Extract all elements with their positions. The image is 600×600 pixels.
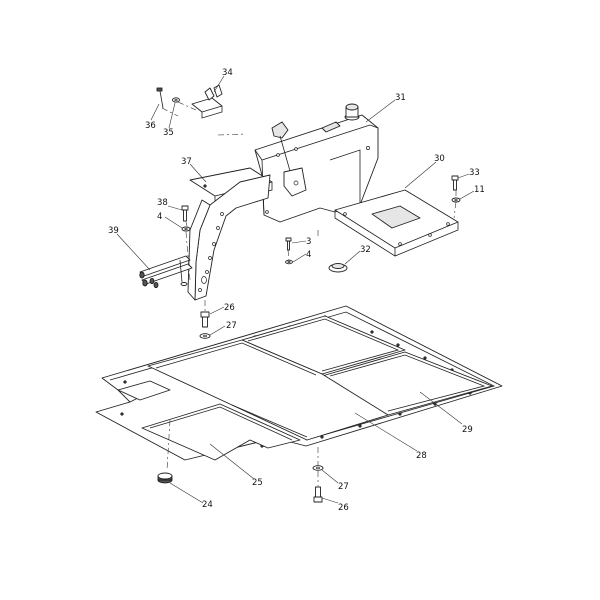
foot-24 — [157, 472, 173, 484]
bolt-33 — [451, 175, 459, 191]
bolt-26-upper — [200, 311, 210, 328]
assembly-centerlines — [161, 101, 457, 486]
callout-34: 34 — [222, 68, 233, 78]
washer-4-left — [181, 226, 191, 232]
callout-11: 11 — [474, 185, 485, 195]
console-lever — [271, 121, 307, 197]
callout-28: 28 — [416, 451, 427, 461]
callout-24: 24 — [202, 500, 213, 510]
callout-27-upper: 27 — [226, 321, 237, 331]
washer-27-upper — [199, 333, 211, 339]
tube-assembly-39 — [139, 255, 193, 288]
floor-panel-left-corner — [117, 380, 171, 401]
callout-35: 35 — [163, 128, 174, 138]
callout-39: 39 — [108, 226, 119, 236]
callout-4-center: 4 — [306, 250, 311, 260]
callout-4-left: 4 — [157, 212, 162, 222]
control-console-31 — [254, 103, 379, 223]
leader-lines — [116, 75, 475, 504]
callout-25: 25 — [252, 478, 263, 488]
bolt-38 — [181, 205, 189, 222]
bolt-26-lower — [313, 486, 323, 503]
mounting-plate-30 — [334, 189, 459, 257]
upright-column — [187, 174, 271, 301]
washer-11 — [451, 197, 461, 203]
callout-36: 36 — [145, 121, 156, 131]
callout-3: 3 — [306, 237, 311, 247]
callout-labels: 34 36 35 31 37 30 33 11 38 4 39 3 4 32 2… — [108, 68, 485, 513]
bolt-3 — [285, 237, 292, 251]
washer-27-lower — [312, 465, 324, 471]
callout-29: 29 — [462, 425, 473, 435]
callout-30: 30 — [434, 154, 445, 164]
callout-32: 32 — [360, 245, 371, 255]
callout-26-lower: 26 — [338, 503, 349, 513]
callout-26-upper: 26 — [224, 303, 235, 313]
callout-31: 31 — [395, 93, 406, 103]
grommet-32 — [328, 263, 348, 273]
washer-35 — [172, 97, 180, 103]
floor-panel-long — [147, 339, 389, 441]
console-cap — [344, 103, 360, 121]
callout-38: 38 — [157, 198, 168, 208]
callout-33: 33 — [469, 168, 480, 178]
washer-4-center — [285, 259, 293, 265]
bolt-36 — [156, 87, 164, 109]
floor-panel-25 — [141, 403, 301, 461]
callout-37: 37 — [181, 157, 192, 167]
callout-27-lower: 27 — [338, 482, 349, 492]
clip-34 — [191, 84, 223, 119]
